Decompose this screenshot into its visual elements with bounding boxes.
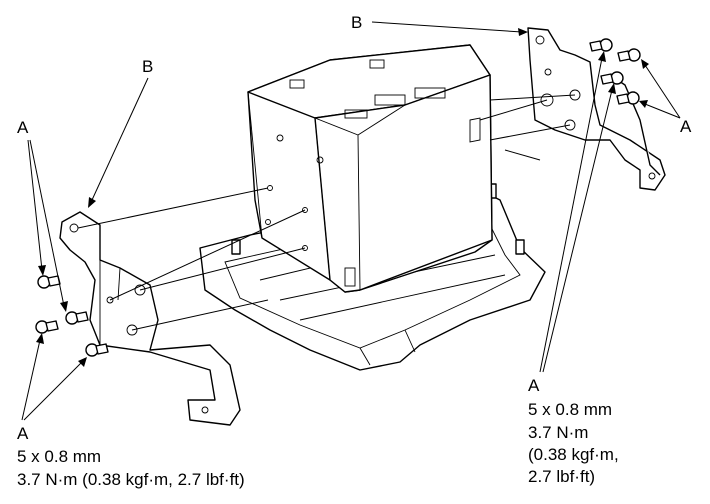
label-b-left: B [142,57,154,76]
left-bracket [59,211,241,426]
main-unit-box [247,44,493,293]
spec-right-size: 5 x 0.8 mm [528,400,613,419]
bolt-left-4 [85,343,109,357]
bolt-right-2 [617,48,641,62]
bolt-left-2 [65,311,89,325]
spec-left-torque: 3.7 N·m (0.38 kgf·m, 2.7 lbf·ft) [17,470,245,489]
leader-lines [21,21,681,421]
spec-right-torque: 3.7 N·m [528,423,589,442]
bolt-left-1 [37,275,61,289]
label-a-right-upper: A [680,117,692,136]
label-a-bottom-right: A [528,376,540,395]
spec-right-alt-1: (0.38 kgf·m, [528,445,619,464]
right-bolts [589,38,641,105]
bolt-right-3 [600,71,624,85]
label-a-bottom-left: A [17,424,29,443]
spec-left-size: 5 x 0.8 mm [17,447,102,466]
alignment-lines [77,94,576,331]
spec-right-alt-2: 2.7 lbf·ft) [528,467,596,486]
label-a-top-left: A [17,118,29,137]
bolt-left-3 [35,320,59,334]
bolt-right-4 [616,91,640,105]
right-bracket [527,27,666,191]
bolt-right-1 [589,38,613,52]
label-b-top: B [351,13,363,32]
